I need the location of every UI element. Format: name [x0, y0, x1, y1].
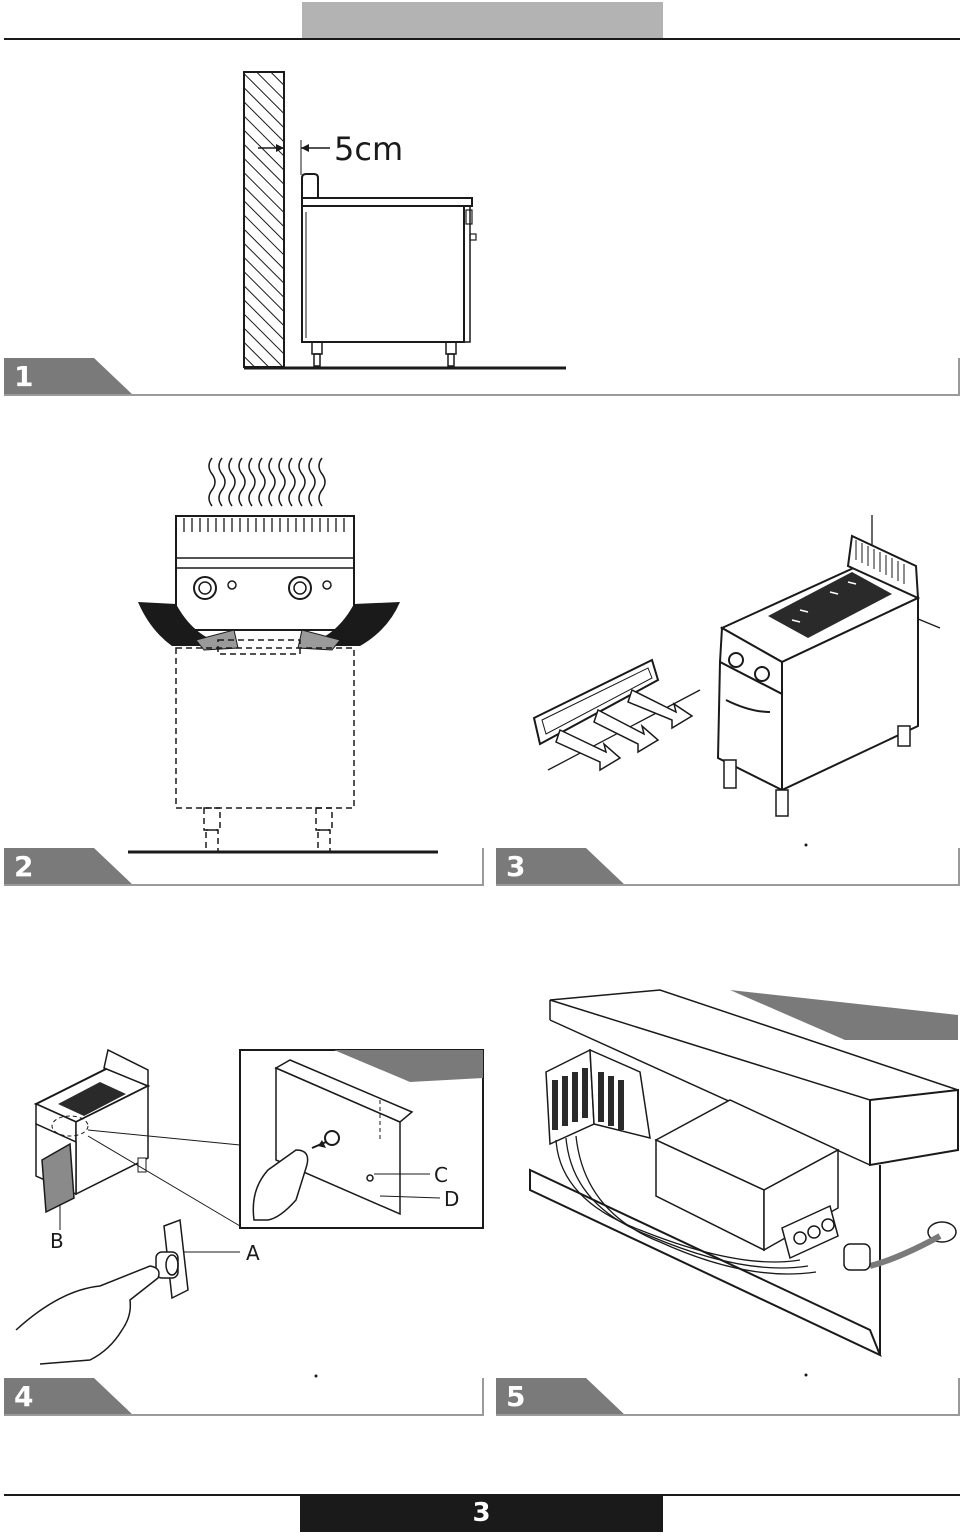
figure-3-number: 3: [506, 850, 526, 883]
figure-2-number: 2: [14, 850, 34, 883]
figure-4-label: 4: [4, 1378, 484, 1416]
header-tab: [302, 2, 663, 39]
callout-d: D: [444, 1187, 459, 1211]
callout-b: B: [50, 1229, 64, 1253]
figure-4-drawing: A B C D: [15, 1048, 484, 1378]
figure-1-number: 1: [14, 360, 34, 393]
figure-2-label: 2: [4, 848, 484, 886]
figure-1-drawing: 5cm: [243, 71, 566, 370]
figure-5-number: 5: [506, 1380, 526, 1413]
figure-3-drawing: [532, 515, 941, 847]
figure-5-drawing: [529, 989, 959, 1377]
figure-4-number: 4: [14, 1380, 34, 1413]
callout-c: C: [434, 1163, 448, 1187]
callout-a: A: [246, 1241, 260, 1265]
header-rule: [4, 38, 960, 40]
figure-5-label: 5: [496, 1378, 960, 1416]
dimension-label: 5cm: [334, 130, 403, 168]
page-number: 3: [300, 1494, 663, 1532]
figure-1-label: 1: [4, 358, 960, 396]
figure-2-drawing: [128, 457, 438, 854]
figure-3-label: 3: [496, 848, 960, 886]
